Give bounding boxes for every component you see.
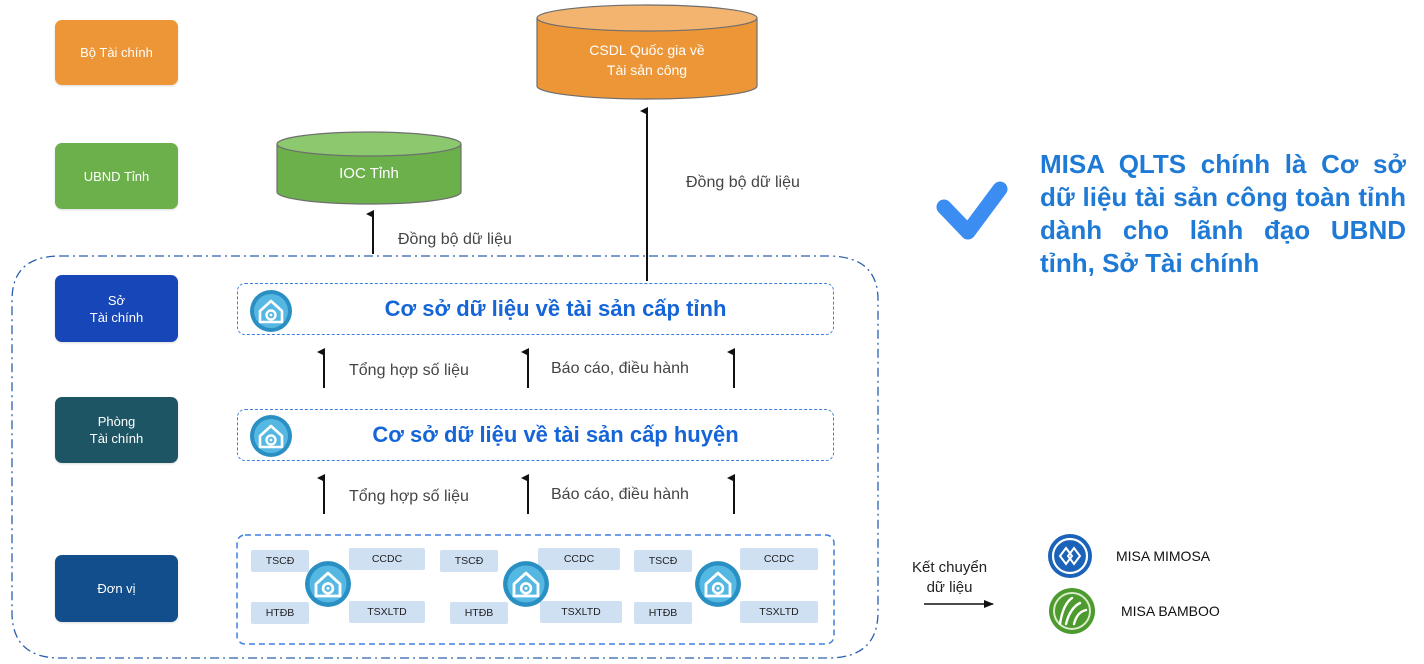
chip-ccdc: CCDC <box>349 548 425 570</box>
province-db-title: Cơ sở dữ liệu về tài sản cấp tỉnh <box>384 296 727 321</box>
chip-tscd: TSCĐ <box>251 550 309 572</box>
district-db-title: Cơ sở dữ liệu về tài sản cấp huyện <box>372 422 739 447</box>
chip-htdb: HTĐB <box>450 602 508 624</box>
house-icon <box>250 415 292 457</box>
provincial-boundary <box>11 255 879 659</box>
mimosa-logo-icon <box>1048 534 1092 578</box>
national-db-label: CSDL Quốc gia về Tài sản công <box>589 42 705 78</box>
check-icon <box>936 181 1008 240</box>
chip-htdb: HTĐB <box>251 602 309 624</box>
level-bo-tai-chinh: Bộ Tài chính <box>55 20 178 85</box>
chip-htdb: HTĐB <box>634 602 692 624</box>
sync-right-label: Đồng bộ dữ liệu <box>686 174 800 191</box>
misa-highlight-text: MISA QLTS chính là Cơ sở dữ liệu tài sản… <box>1040 149 1406 278</box>
aggregate-label-2: Tổng hợp số liệu <box>349 488 469 505</box>
chip-tscd: TSCĐ <box>440 550 498 572</box>
level-don-vi: Đơn vị <box>55 555 178 622</box>
report-label-1: Báo cáo, điều hành <box>551 360 689 377</box>
level-phong-tai-chinh: Phòng Tài chính <box>55 397 178 463</box>
report-label-2: Báo cáo, điều hành <box>551 486 689 503</box>
ioc-db-cylinder <box>276 131 462 205</box>
chip-tsxltd: TSXLTD <box>540 601 622 623</box>
product-bamboo-label: MISA BAMBOO <box>1121 603 1220 619</box>
level-ubnd-tinh: UBND Tỉnh <box>55 143 178 209</box>
house-icon <box>305 561 351 607</box>
district-db-bar: Cơ sở dữ liệu về tài sản cấp huyện <box>237 409 834 461</box>
house-icon <box>695 561 741 607</box>
level-so-tai-chinh: Sở Tài chính <box>55 275 178 342</box>
chip-ccdc: CCDC <box>740 548 818 570</box>
transfer-label: Kết chuyển dữ liệu <box>912 559 988 596</box>
bamboo-logo-icon <box>1049 588 1095 634</box>
chip-ccdc: CCDC <box>538 548 620 570</box>
chip-tsxltd: TSXLTD <box>349 601 425 623</box>
province-db-bar: Cơ sở dữ liệu về tài sản cấp tỉnh <box>237 283 834 335</box>
product-mimosa-label: MISA MIMOSA <box>1116 548 1211 564</box>
chip-tscd: TSCĐ <box>634 550 692 572</box>
chip-tsxltd: TSXLTD <box>740 601 818 623</box>
house-icon <box>250 290 292 332</box>
sync-left-label: Đồng bộ dữ liệu <box>398 231 512 248</box>
unit-container <box>236 534 835 645</box>
national-db-cylinder <box>536 4 758 100</box>
house-icon <box>503 561 549 607</box>
ioc-db-label: IOC Tỉnh <box>339 165 399 182</box>
aggregate-label-1: Tổng hợp số liệu <box>349 362 469 379</box>
